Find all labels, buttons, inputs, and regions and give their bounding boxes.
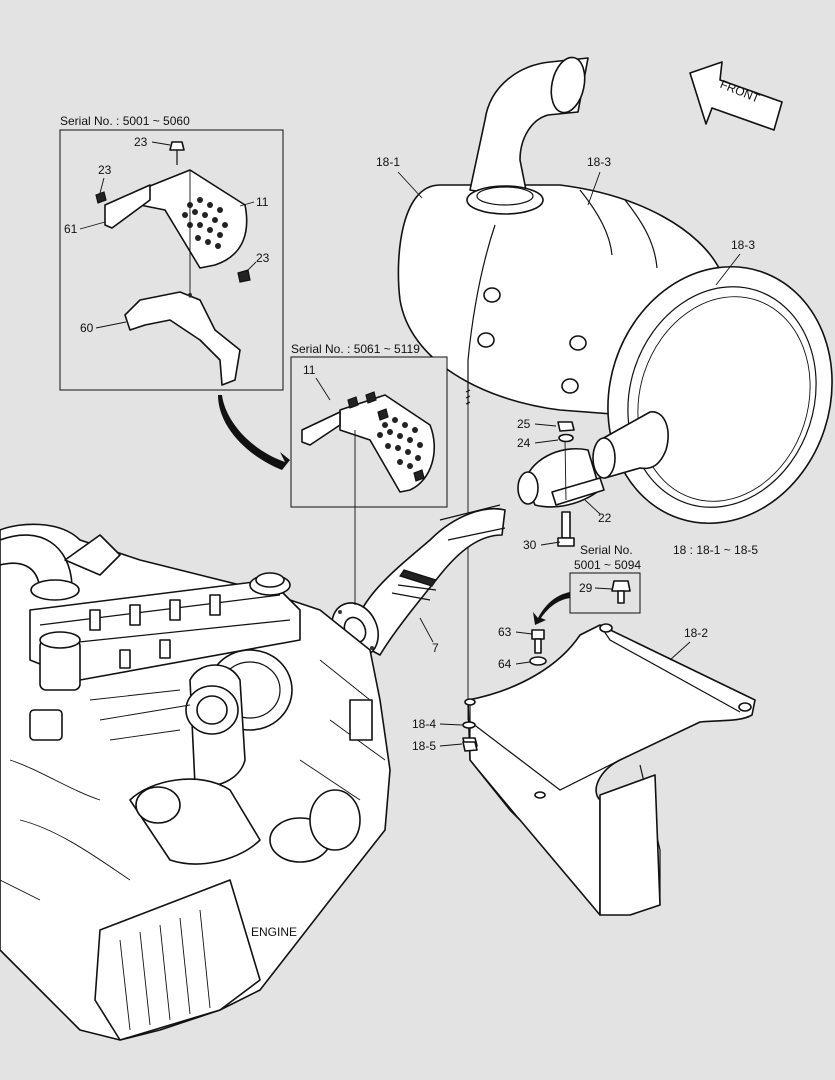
bracket-part-18-2 <box>464 623 756 916</box>
label-63: 63 <box>498 625 512 639</box>
label-18-5: 18-5 <box>412 739 436 753</box>
muffler <box>397 56 833 525</box>
note-18-range: 18 : 18-1 ~ 18-5 <box>673 543 758 557</box>
inset-b-serial-label: Serial No. : 5061 ~ 5119 <box>291 342 420 356</box>
label-60: 60 <box>80 321 94 335</box>
front-arrow: FRONT <box>689 61 783 131</box>
label-18-4: 18-4 <box>412 717 436 731</box>
label-23-top: 23 <box>134 135 148 149</box>
label-23-right: 23 <box>256 251 270 265</box>
clamp-part-22 <box>517 421 605 547</box>
label-11-inset-a: 11 <box>256 195 269 209</box>
label-7: 7 <box>432 641 439 655</box>
inset-c-arrow <box>533 592 570 625</box>
inset-a-serial-label: Serial No. : 5001 ~ 5060 <box>60 114 190 128</box>
inset-serial-5001-5094: Serial No. 5001 ~ 5094 29 <box>569 543 641 614</box>
label-25: 25 <box>517 417 531 431</box>
label-23-left: 23 <box>98 163 112 177</box>
inset-c-serial-line1: Serial No. <box>580 543 633 557</box>
label-18-1: 18-1 <box>376 155 400 169</box>
label-61: 61 <box>64 222 78 236</box>
engine-label: ENGINE <box>251 925 297 939</box>
label-30: 30 <box>523 538 537 552</box>
label-18-3-top: 18-3 <box>587 155 611 169</box>
label-18-3-right: 18-3 <box>731 238 755 252</box>
label-11-inset-b: 11 <box>303 363 316 377</box>
label-22: 22 <box>598 511 612 525</box>
label-64: 64 <box>498 657 512 671</box>
inset-a-arrow <box>218 395 290 470</box>
label-18-2: 18-2 <box>684 626 708 640</box>
hardware-63-64 <box>529 629 547 666</box>
inset-serial-5061-5119: Serial No. : 5061 ~ 5119 11 <box>290 342 448 508</box>
label-29: 29 <box>579 581 593 595</box>
engine-assembly <box>0 523 391 1041</box>
hardware-18-4-18-5 <box>462 721 478 752</box>
label-24: 24 <box>517 436 531 450</box>
inset-c-serial-line2: 5001 ~ 5094 <box>574 558 641 572</box>
inset-serial-5001-5060: Serial No. : 5001 ~ 5060 23 23 61 11 23 … <box>59 114 284 391</box>
